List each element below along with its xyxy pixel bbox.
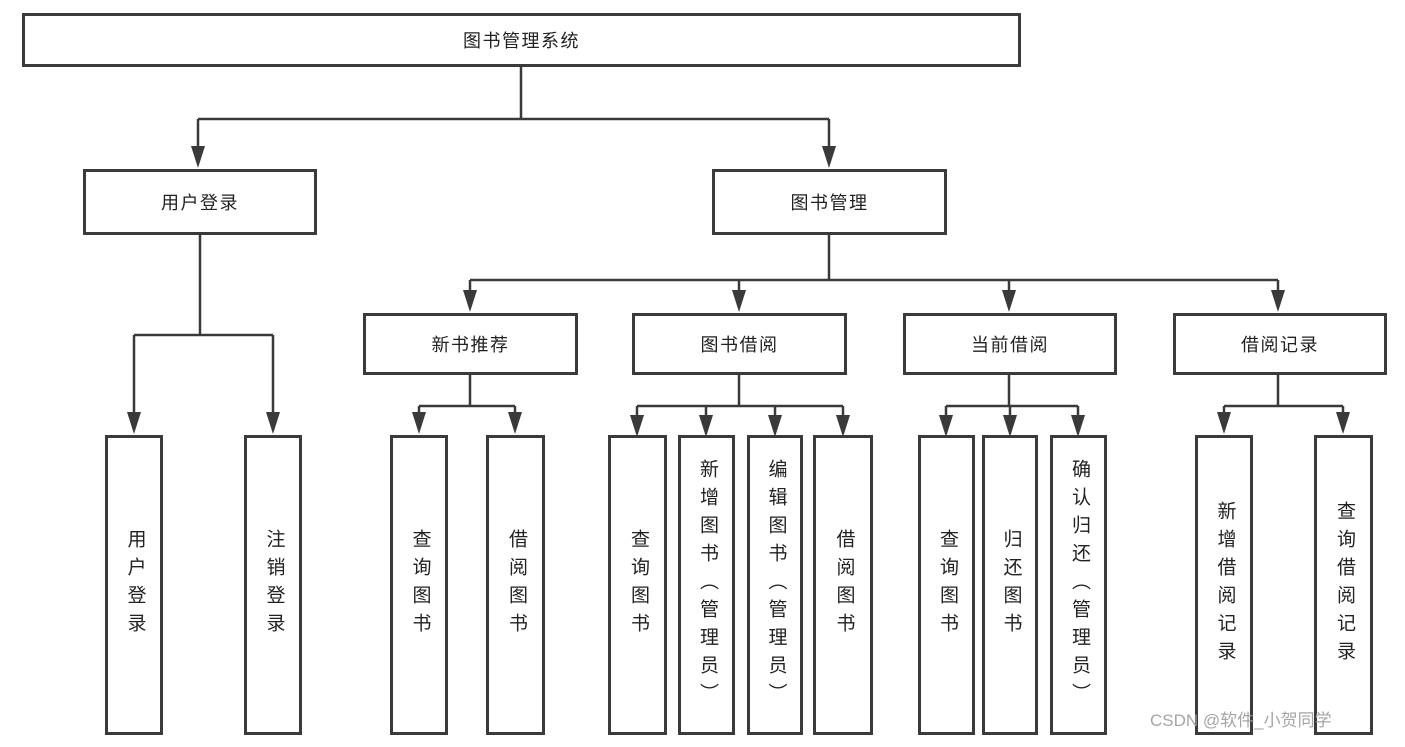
leaf-nb-borrow-books: 借阅图书 bbox=[486, 435, 545, 735]
leaf-logout: 注销登录 bbox=[244, 435, 302, 735]
csdn-watermark: CSDN @软件_小贺同学 bbox=[1150, 711, 1332, 730]
node-current-borrowing: 当前借阅 bbox=[903, 313, 1117, 375]
node-book-borrowing: 图书借阅 bbox=[632, 313, 847, 375]
leaf-br-add-record: 新增借阅记录 bbox=[1195, 435, 1253, 735]
leaf-bb-borrow-books: 借阅图书 bbox=[813, 435, 873, 735]
leaf-nb-query-books: 查询图书 bbox=[390, 435, 448, 735]
leaf-br-query-record: 查询借阅记录 bbox=[1314, 435, 1373, 735]
leaf-bb-add-books-admin: 新增图书（管理员） bbox=[678, 435, 735, 735]
leaf-cb-confirm-return-admin: 确认归还（管理员） bbox=[1050, 435, 1107, 735]
leaf-cb-query-books: 查询图书 bbox=[918, 435, 975, 735]
leaf-cb-return-books: 归还图书 bbox=[982, 435, 1038, 735]
leaf-user-login: 用户登录 bbox=[105, 435, 163, 735]
leaf-bb-edit-books-admin: 编辑图书（管理员） bbox=[747, 435, 803, 735]
node-book-management: 图书管理 bbox=[712, 169, 947, 235]
node-new-book-recommend: 新书推荐 bbox=[363, 313, 578, 375]
node-library-system: 图书管理系统 bbox=[22, 13, 1021, 67]
leaf-bb-query-books: 查询图书 bbox=[608, 435, 667, 735]
node-borrow-records: 借阅记录 bbox=[1173, 313, 1387, 375]
node-user-login: 用户登录 bbox=[83, 169, 317, 235]
